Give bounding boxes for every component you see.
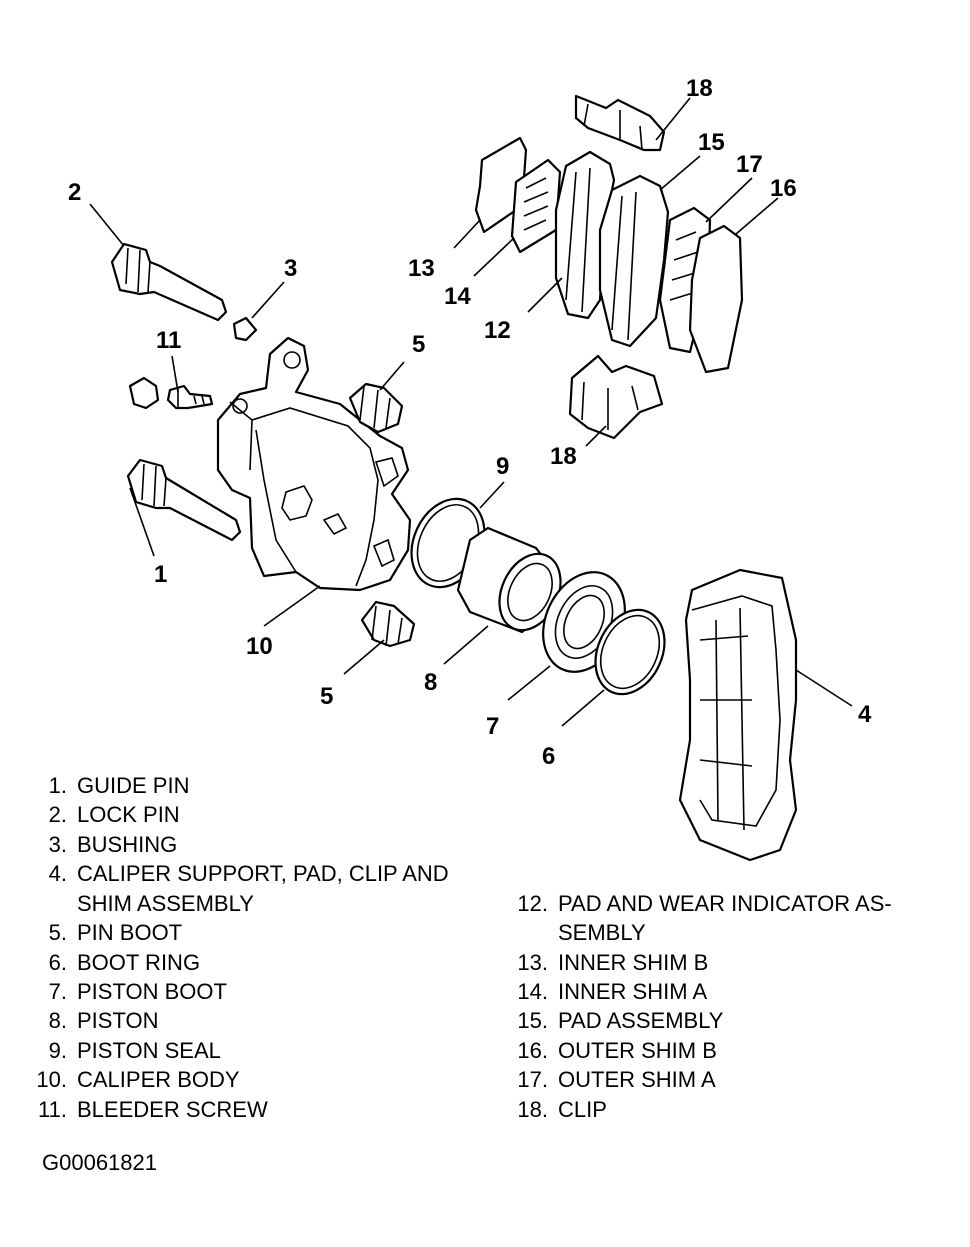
legend-item: 11.BLEEDER SCREW (38, 1097, 268, 1122)
legend-item: 7.PISTON BOOT (48, 979, 227, 1004)
legend-item: 12.PAD AND WEAR INDICATOR AS- (517, 891, 892, 916)
legend-item: SHIM ASSEMBLY (77, 891, 254, 916)
callout-3: 3 (284, 255, 297, 282)
legend-item: 14.INNER SHIM A (517, 979, 708, 1004)
callout-2: 2 (68, 179, 81, 206)
legend-item: 4.CALIPER SUPPORT, PAD, CLIP AND (48, 861, 449, 886)
legend-item: 16.OUTER SHIM B (517, 1038, 717, 1063)
caliper-body-drawing (216, 336, 412, 592)
guide-pin-drawing (126, 458, 242, 542)
callout-4: 4 (858, 701, 872, 728)
legend-item: 9.PISTON SEAL (48, 1038, 221, 1063)
clip-upper-drawing (574, 94, 666, 152)
callout-12: 12 (484, 317, 511, 344)
pin-boot-upper-drawing (348, 382, 404, 434)
legend-item: 5.PIN BOOT (48, 920, 183, 945)
callout-9: 9 (496, 453, 509, 480)
callout-17: 17 (736, 151, 763, 178)
bleeder-screw-drawing (128, 376, 214, 410)
callout-1: 1 (154, 561, 167, 588)
callout-5-lower: 5 (320, 683, 333, 710)
pin-boot-lower-drawing (360, 600, 416, 648)
callout-8: 8 (424, 669, 437, 696)
callout-16: 16 (770, 175, 797, 202)
figure-id: G00061821 (42, 1150, 157, 1175)
legend-item: 1.GUIDE PIN (48, 773, 190, 798)
callout-10: 10 (246, 633, 273, 660)
legend-item: 17.OUTER SHIM A (517, 1067, 716, 1092)
callout-15: 15 (698, 129, 725, 156)
caliper-support-drawing (678, 568, 798, 862)
callout-18-lower: 18 (550, 443, 577, 470)
leader-lines (89, 97, 853, 727)
legend-item: 10.CALIPER BODY (36, 1067, 240, 1092)
pad-assembly-drawing (598, 174, 670, 348)
clip-lower-drawing (568, 354, 664, 440)
legend-item: 6.BOOT RING (48, 950, 201, 975)
callout-14: 14 (444, 283, 471, 310)
callout-5-upper: 5 (412, 331, 425, 358)
callout-11: 11 (156, 327, 181, 354)
legend-item: 13.INNER SHIM B (517, 950, 709, 975)
callout-6: 6 (542, 743, 555, 770)
callout-13: 13 (408, 255, 435, 282)
boot-ring-drawing (594, 608, 666, 696)
legend-item: 15.PAD ASSEMBLY (517, 1008, 724, 1033)
outer-shim-b-drawing (688, 224, 744, 374)
legend-item: 18.CLIP (517, 1097, 607, 1122)
bushing-drawing (232, 316, 258, 342)
legend-item: 3.BUSHING (48, 832, 178, 857)
callout-7: 7 (486, 713, 499, 740)
callout-18-upper: 18 (686, 75, 713, 102)
legend-item: 8.PISTON (48, 1008, 159, 1033)
legend-item: SEMBLY (558, 920, 646, 945)
lock-pin-drawing (110, 242, 228, 322)
legend-item: 2.LOCK PIN (48, 802, 180, 827)
